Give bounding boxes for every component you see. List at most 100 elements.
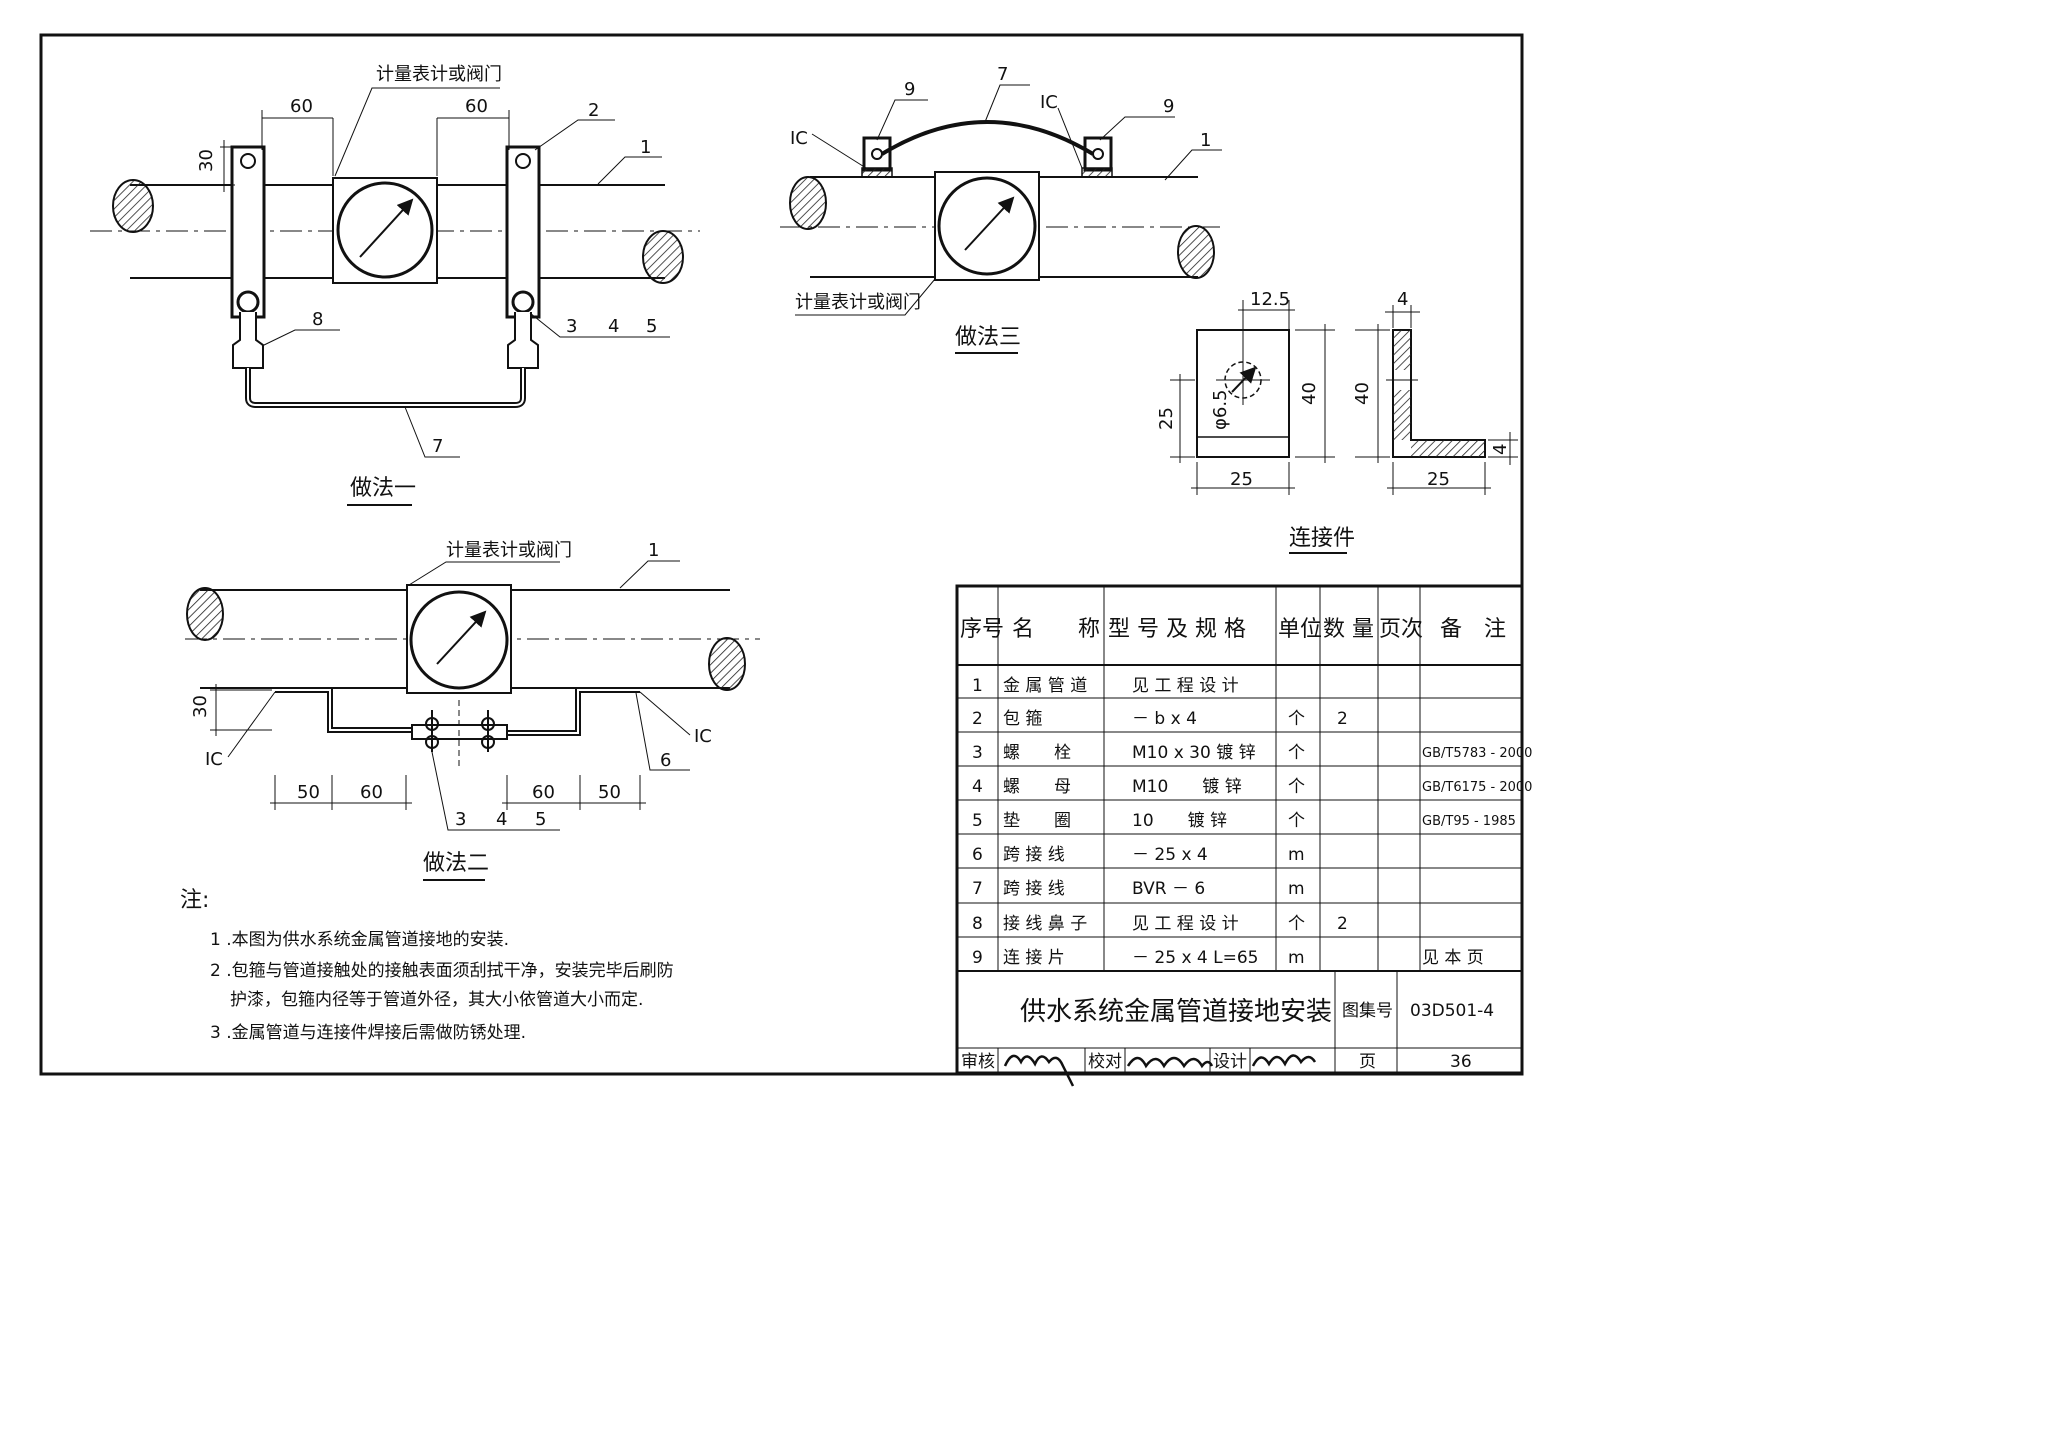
table-row: 4 螺 母 M10 镀 锌 个 GB/T6175 - 2000 (972, 777, 1532, 797)
table-header-unit: 单位 (1278, 617, 1322, 642)
notes-heading: 注: (180, 888, 209, 913)
table-cell: GB/T6175 - 2000 (1422, 780, 1532, 795)
table-cell: － 25 x 4 (1132, 845, 1208, 865)
callout-1-m3: 1 (1200, 130, 1211, 151)
note-2: 2 .包箍与管道接触处的接触表面须刮拭干净，安装完毕后刷防 (210, 961, 674, 981)
table-cell: 2 (972, 709, 983, 729)
callout-3-m2: 3 (455, 809, 466, 830)
table-cell: GB/T95 - 1985 (1422, 814, 1516, 829)
table-cell: 螺 栓 (1003, 743, 1071, 763)
table-cell: M10 镀 锌 (1132, 777, 1242, 797)
table-cell: 2 (1337, 914, 1348, 934)
callout-7: 7 (432, 436, 443, 457)
table-cell: － 25 x 4 L=65 (1132, 948, 1258, 968)
dim-40-front: 40 (1299, 382, 1320, 405)
table-row: 2 包 箍 － b x 4 个 2 (972, 709, 1348, 729)
callout-4-m2: 4 (496, 809, 507, 830)
table-cell: 跨 接 线 (1003, 845, 1065, 865)
check-label: 校对 (1088, 1052, 1122, 1072)
note-2-continued: 护漆，包箍内径等于管道外径，其大小依管道大小而定. (230, 990, 643, 1010)
dim-50-left: 50 (297, 782, 320, 803)
drawing-title: 供水系统金属管道接地安装 (1020, 997, 1332, 1027)
table-cell: 5 (972, 811, 983, 831)
method-2-device-label: 计量表计或阀门 (446, 540, 572, 561)
callout-4: 4 (608, 316, 619, 337)
method-3-caption: 做法三 (955, 325, 1021, 350)
table-cell: m (1288, 879, 1305, 899)
table-cell: 个 (1288, 777, 1305, 797)
review-signature (1003, 1054, 1075, 1087)
note-3: 3 .金属管道与连接件焊接后需做防锈处理. (210, 1023, 526, 1043)
table-cell: m (1288, 845, 1305, 865)
table-cell: － b x 4 (1132, 709, 1197, 729)
callout-8: 8 (312, 309, 323, 330)
table-header-no: 序号 (960, 617, 1004, 642)
table-cell: 金 属 管 道 (1003, 676, 1087, 696)
dim-12-5: 12.5 (1250, 289, 1290, 310)
table-cell: 2 (1337, 709, 1348, 729)
table-cell: 10 镀 锌 (1132, 811, 1227, 831)
table-header-qty: 数 量 (1323, 617, 1374, 642)
weld-symbol-m2-left: IC (205, 749, 223, 770)
method-1-device-label: 计量表计或阀门 (376, 64, 502, 85)
drawing-frame (39, 33, 1524, 1076)
table-header-remark: 备 注 (1440, 617, 1506, 642)
table-cell: 见 工 程 设 计 (1132, 914, 1239, 934)
table-cell: 个 (1288, 709, 1305, 729)
table-cell: 跨 接 线 (1003, 879, 1065, 899)
table-cell: 1 (972, 676, 983, 696)
dim-4-top: 4 (1397, 289, 1408, 310)
table-cell: 垫 圈 (1003, 811, 1071, 831)
connector-caption: 连接件 (1289, 526, 1355, 551)
table-cell: 个 (1288, 811, 1305, 831)
method-1-caption: 做法一 (350, 476, 416, 501)
table-row: 3 螺 栓 M10 x 30 镀 锌 个 GB/T5783 - 2000 (972, 743, 1532, 763)
table-row: 5 垫 圈 10 镀 锌 个 GB/T95 - 1985 (972, 811, 1516, 831)
callout-5: 5 (646, 316, 657, 337)
dim-4-right: 4 (1490, 444, 1511, 455)
page-label: 页 (1359, 1052, 1376, 1072)
table-cell: 个 (1288, 914, 1305, 934)
table-cell: 9 (972, 948, 983, 968)
table-cell: 7 (972, 879, 983, 899)
table-header-spec: 型 号 及 规 格 (1108, 617, 1246, 642)
table-cell: GB/T5783 - 2000 (1422, 746, 1532, 761)
weld-symbol-top: IC (1040, 92, 1058, 113)
table-cell: 4 (972, 777, 983, 797)
dim-50-right: 50 (598, 782, 621, 803)
design-signature (1251, 1054, 1317, 1067)
table-cell: 个 (1288, 743, 1305, 763)
dim-hole-6-5: φ6.5 (1210, 390, 1231, 431)
dim-60-right: 60 (465, 96, 488, 117)
design-label: 设计 (1213, 1052, 1247, 1072)
table-cell: M10 x 30 镀 锌 (1132, 743, 1256, 763)
weld-symbol-left: IC (790, 128, 808, 149)
table-row: 7 跨 接 线 BVR － 6 m (972, 879, 1305, 899)
review-label: 审核 (961, 1052, 995, 1072)
page-number: 36 (1450, 1052, 1472, 1072)
table-cell: m (1288, 948, 1305, 968)
table-header-name: 名 称 (1012, 617, 1100, 642)
table-cell: 8 (972, 914, 983, 934)
table-cell: 接 线 鼻 子 (1003, 914, 1087, 934)
drawing-sheet: 计量表计或阀门 60 60 30 2 1 8 3 4 5 7 做法一 I (39, 33, 1532, 1087)
dim-40-side: 40 (1352, 382, 1373, 405)
table-row: 8 接 线 鼻 子 见 工 程 设 计 个 2 (972, 914, 1348, 934)
parts-table-grid (955, 584, 1524, 1075)
method-2-drawing (185, 560, 760, 881)
method-3-drawing (780, 84, 1225, 354)
table-cell: 见 工 程 设 计 (1132, 676, 1239, 696)
callout-5-m2: 5 (535, 809, 546, 830)
table-cell: 螺 母 (1003, 777, 1071, 797)
callout-1: 1 (640, 137, 651, 158)
table-cell: BVR － 6 (1132, 879, 1205, 899)
callout-1-m2: 1 (648, 540, 659, 561)
callout-9-left: 9 (904, 79, 915, 100)
table-cell: 包 箍 (1003, 709, 1042, 729)
dim-25-bottom-front: 25 (1230, 469, 1253, 490)
callout-3: 3 (566, 316, 577, 337)
dim-25-left: 25 (1156, 407, 1177, 430)
dim-25-bottom-side: 25 (1427, 469, 1450, 490)
table-row: 1 金 属 管 道 见 工 程 设 计 (972, 676, 1239, 696)
table-row: 9 连 接 片 － 25 x 4 L=65 m 见 本 页 (972, 948, 1484, 968)
